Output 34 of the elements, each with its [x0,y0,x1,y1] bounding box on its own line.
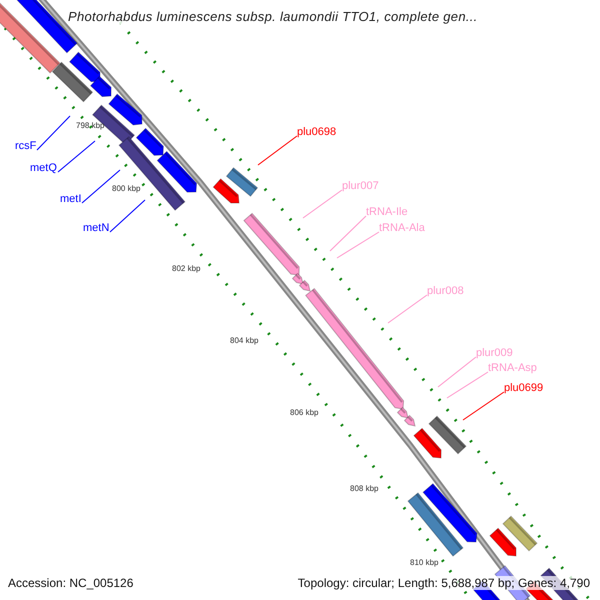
tick-label: 800 kbp [112,184,140,193]
gene-label: plu0699 [504,382,544,394]
info-text: Topology: circular; Length: 5,688,987 bp; Genes: 4,790 [298,576,590,590]
gene-label: tRNA-Ala [379,222,425,234]
gene-label: plur009 [476,347,513,359]
gene-label: tRNA-Ile [366,206,408,218]
leader-line [258,136,298,166]
leader-line [462,392,504,420]
leader-line [446,372,488,398]
tick-label: 810 kbp [410,558,438,567]
tick-label: 798 kbp [76,121,104,130]
leader-line [302,190,342,218]
gene-label: plur007 [342,180,379,192]
info-text: Accession: NC_005126 [8,576,134,590]
gene-label: plu0698 [297,126,336,138]
tick-label: 806 kbp [290,408,318,417]
tick-label: 804 kbp [230,336,258,345]
gene-label: metI [60,193,82,205]
leader-line [36,116,70,150]
gene-label: plur008 [427,285,464,297]
leader-line [58,140,96,172]
gene-label: tRNA-Asp [488,362,537,374]
tick-label: 808 kbp [350,484,378,493]
map-title: Photorhabdus luminescens subsp. laumondii TTO1, complete gen... [68,9,478,24]
tick-label: 802 kbp [172,264,200,273]
leader-line [82,170,120,204]
leader-line [110,200,146,232]
gene-label: metN [83,222,110,234]
leader-line [330,216,366,252]
gene-label: rcsF [15,140,36,152]
leader-line [336,232,380,258]
gene-label: metQ [30,162,57,174]
leader-line [388,294,428,324]
leader-line [438,356,476,388]
